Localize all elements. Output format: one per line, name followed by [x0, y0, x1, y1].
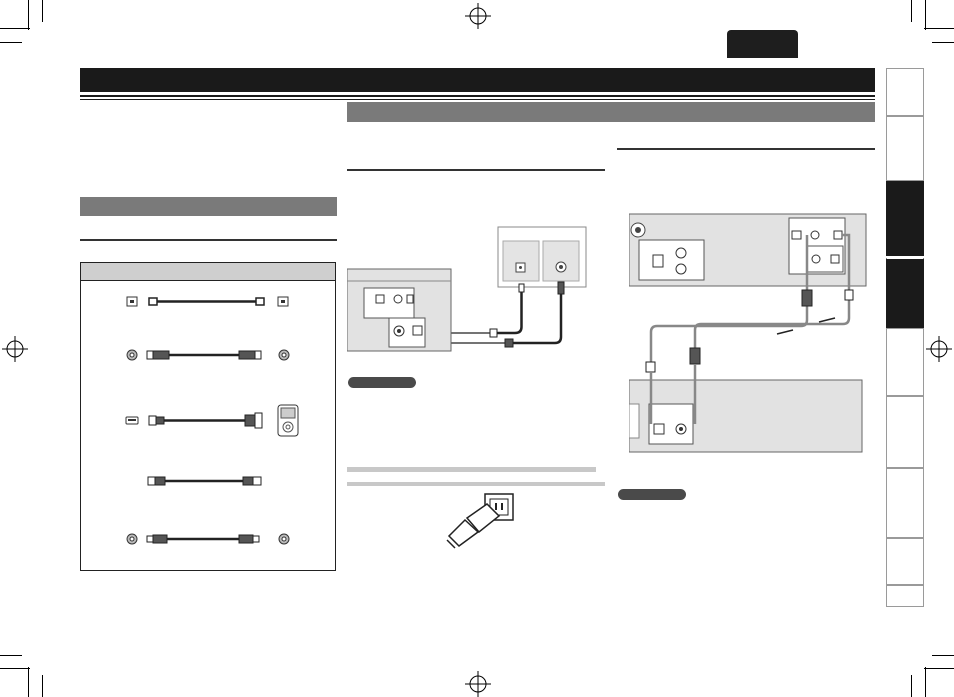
crop-mark: [911, 0, 912, 22]
language-tab: [727, 30, 798, 58]
cable-list-header: [81, 263, 335, 281]
power-plug-icon: [446, 493, 514, 549]
side-tab[interactable]: [886, 585, 924, 607]
registration-mark-icon: [926, 336, 952, 362]
coaxial-cable-icon: [126, 349, 290, 361]
sub-rule: [80, 239, 337, 241]
note-badge: [348, 377, 416, 388]
title-rule: [80, 99, 875, 100]
side-tab[interactable]: [886, 468, 924, 538]
crop-mark: [28, 0, 29, 30]
side-tab-active[interactable]: [886, 181, 924, 256]
crop-mark: [932, 42, 954, 43]
crop-mark: [924, 668, 954, 669]
title-rule: [80, 95, 875, 97]
crop-mark: [924, 28, 954, 29]
registration-mark-icon: [465, 3, 491, 29]
crop-mark: [0, 42, 22, 43]
crop-mark: [0, 28, 30, 29]
crop-mark: [0, 655, 22, 656]
side-tab-active[interactable]: [886, 258, 924, 328]
left-section-header: [80, 197, 337, 216]
usb-cable-icon: [147, 476, 262, 486]
sub-rule: [347, 169, 605, 171]
crop-mark: [0, 668, 30, 669]
audio-cable-icon: [126, 533, 290, 545]
sub-rule: [617, 148, 875, 150]
crop-mark: [911, 675, 912, 697]
usb-ipod-cable-icon: [125, 404, 299, 437]
cable-illustrations: [125, 296, 299, 545]
crop-mark: [42, 0, 43, 22]
crop-mark: [925, 667, 926, 697]
right-section-header: [347, 102, 875, 122]
side-tab[interactable]: [886, 68, 924, 116]
crop-mark: [28, 667, 29, 697]
registration-mark-icon: [2, 336, 28, 362]
crop-mark: [42, 675, 43, 697]
divider: [347, 467, 596, 472]
side-tab[interactable]: [886, 116, 924, 181]
side-tab[interactable]: [886, 328, 924, 396]
divider: [347, 482, 605, 486]
crop-mark: [925, 0, 926, 30]
side-tab[interactable]: [886, 396, 924, 468]
rear-panel-connection-diagram: [629, 213, 867, 453]
cable-list-box: [80, 262, 336, 571]
optical-cable-icon: [126, 296, 289, 307]
page-title: [80, 68, 875, 92]
crop-mark: [932, 655, 954, 656]
registration-mark-icon: [465, 671, 491, 697]
note-badge: [618, 489, 686, 500]
side-tab[interactable]: [886, 538, 924, 585]
digital-connection-diagram: [347, 226, 587, 352]
